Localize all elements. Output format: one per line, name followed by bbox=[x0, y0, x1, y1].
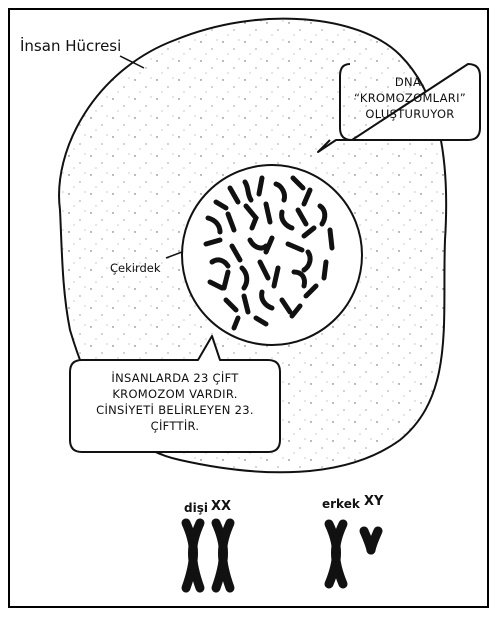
female-code: XX bbox=[211, 499, 232, 514]
female-chromosomes bbox=[181, 518, 235, 593]
dna-bubble-text: DNA, “KROMOZOMLARI” OLUŞTURUYOR bbox=[344, 74, 476, 122]
figure-frame bbox=[8, 8, 489, 608]
chromosome-bubble-line-3: CİNSİYETİ BELİRLEYEN 23. bbox=[96, 403, 254, 417]
dna-bubble-line-2: “KROMOZOMLARI” bbox=[353, 91, 467, 105]
male-code: XY bbox=[364, 494, 384, 509]
nucleus bbox=[181, 164, 363, 346]
dna-bubble-line-3: OLUŞTURUYOR bbox=[365, 107, 455, 121]
nucleus-label: Çekirdek bbox=[110, 261, 161, 275]
male-label: erkek bbox=[322, 497, 360, 511]
chromosome-bubble-line-1: İNSANLARDA 23 ÇİFT bbox=[111, 371, 239, 385]
dna-bubble bbox=[317, 63, 481, 153]
cell-label-leader bbox=[119, 55, 145, 69]
cell-label: İnsan Hücresi bbox=[20, 37, 122, 55]
chromosome-cluster bbox=[203, 175, 335, 331]
female-label: dişi bbox=[184, 501, 208, 515]
nucleus-label-leader bbox=[165, 251, 183, 259]
chromosome-bubble-line-4: ÇİFTTİR. bbox=[150, 419, 200, 433]
male-chromosomes bbox=[324, 519, 383, 589]
dna-bubble-line-1: DNA, bbox=[394, 75, 426, 89]
chromosome-bubble-text: İNSANLARDA 23 ÇİFT KROMOZOM VARDIR. CİNS… bbox=[76, 370, 274, 434]
chromosome-bubble bbox=[69, 335, 281, 453]
chromosome-bubble-line-2: KROMOZOM VARDIR. bbox=[112, 387, 238, 401]
